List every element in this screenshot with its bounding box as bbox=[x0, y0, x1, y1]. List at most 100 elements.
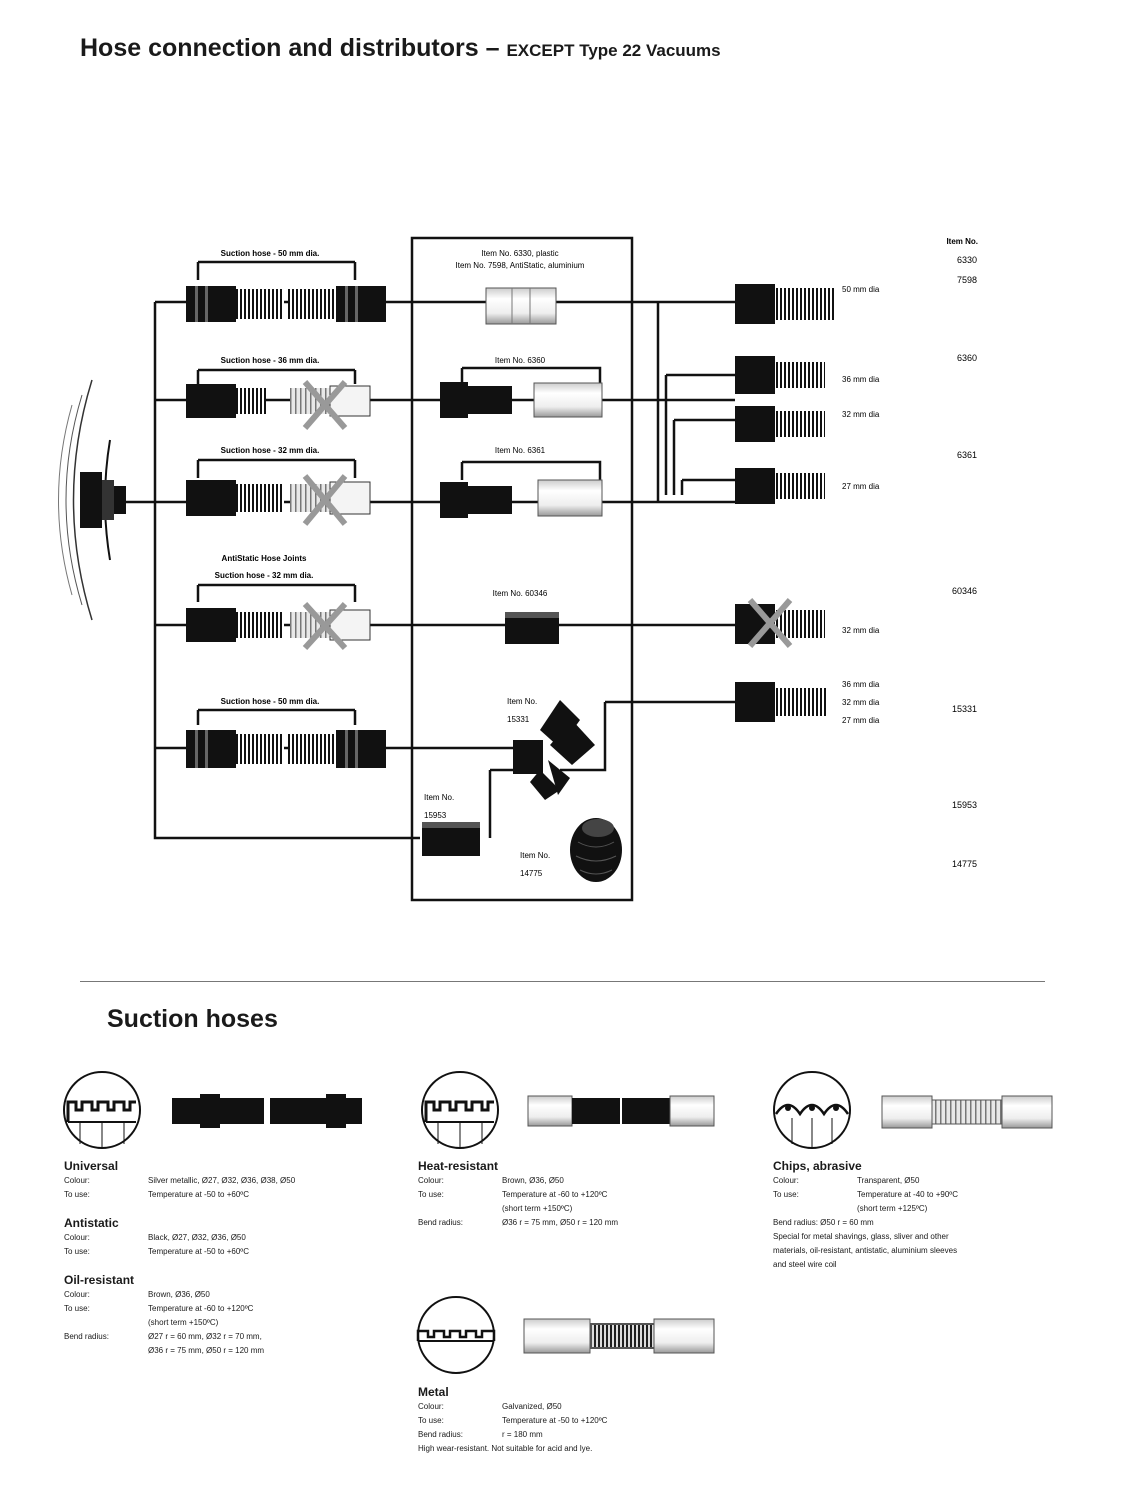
label-antistatic-joints: AntiStatic Hose Joints bbox=[222, 554, 307, 563]
page-title: Hose connection and distributors – EXCEP… bbox=[80, 34, 721, 63]
hose-end-27 bbox=[735, 468, 825, 504]
label-item-15331-number: 15331 bbox=[507, 715, 530, 724]
universal-colour: Silver metallic, Ø27, Ø32, Ø36, Ø38, Ø50 bbox=[148, 1176, 296, 1185]
heat-use-label: To use: bbox=[418, 1190, 444, 1199]
title-separator: – bbox=[478, 34, 507, 62]
page-title-main: Hose connection and distributors bbox=[80, 34, 479, 62]
hose-spec-metal: Metal Colour: Galvanized, Ø50 To use: Temp… bbox=[418, 1384, 738, 1456]
oil-bend: Ø27 r = 60 mm, Ø32 r = 70 mm, bbox=[148, 1332, 262, 1341]
oil-colour-label: Colour: bbox=[64, 1290, 90, 1299]
metal-use-label: To use: bbox=[418, 1416, 444, 1425]
adaptor-15953 bbox=[422, 822, 480, 856]
adaptor-6361 bbox=[440, 479, 603, 518]
hose-assembly-50-top bbox=[186, 286, 386, 322]
label-suction-50-top: Suction hose - 50 mm dia. bbox=[221, 249, 320, 258]
metal-bend-label: Bend radius: bbox=[418, 1430, 463, 1439]
antistatic-use: Temperature at -50 to +60ºC bbox=[148, 1247, 249, 1256]
not-compatible-cross-icon bbox=[302, 474, 348, 526]
not-compatible-cross-icon bbox=[302, 380, 348, 430]
oil-bend-2: Ø36 r = 75 mm, Ø50 r = 120 mm bbox=[148, 1346, 265, 1355]
label-item-15953-title: Item No. bbox=[424, 793, 454, 802]
heat-use: Temperature at -60 to +120ºC bbox=[502, 1190, 608, 1199]
label-item-60346: Item No. 60346 bbox=[493, 589, 548, 598]
hose-spec-universal: Universal Colour: Silver metallic, Ø27, Ø… bbox=[64, 1158, 364, 1202]
adaptor-6330 bbox=[485, 287, 557, 325]
universal-hose-illustration bbox=[63, 1071, 362, 1149]
chips-abrasive-hose-illustration bbox=[773, 1071, 1053, 1149]
hose-end-50 bbox=[735, 284, 835, 324]
hose-name-metal: Metal bbox=[418, 1385, 449, 1399]
hose-end-36 bbox=[735, 356, 825, 394]
chips-colour-label: Colour: bbox=[773, 1176, 799, 1185]
hose-spec-chips-abrasive: Chips, abrasive Colour:Transparent, Ø50 … bbox=[773, 1158, 1073, 1272]
chips-colour: Transparent, Ø50 bbox=[857, 1176, 920, 1185]
chips-special-2: materials, oil-resistant, antistatic, al… bbox=[773, 1246, 958, 1255]
metal-colour-label: Colour: bbox=[418, 1402, 444, 1411]
label-item-14775-title: Item No. bbox=[520, 851, 550, 860]
hose-assembly-36 bbox=[186, 380, 371, 430]
item-number-6330: 6330 bbox=[957, 255, 977, 265]
hose-name-universal: Universal bbox=[64, 1159, 119, 1173]
heat-colour-label: Colour: bbox=[418, 1176, 444, 1185]
heat-bend: Ø36 r = 75 mm, Ø50 r = 120 mm bbox=[502, 1218, 619, 1227]
hose-spec-heat-resistant: Heat-resistant Colour:Brown, Ø36, Ø50 To… bbox=[418, 1158, 718, 1230]
section-title: Suction hoses bbox=[107, 1005, 278, 1033]
hose-name-antistatic: Antistatic bbox=[64, 1216, 119, 1230]
antistatic-colour: Black, Ø27, Ø32, Ø36, Ø50 bbox=[148, 1233, 246, 1242]
section-divider bbox=[80, 981, 1045, 982]
item-no-column-header: Item No. bbox=[946, 237, 978, 246]
chips-use: Temperature at -40 to +90ºC bbox=[857, 1190, 958, 1199]
item-number-15953: 15953 bbox=[952, 800, 977, 810]
label-suction-50-bottom: Suction hose - 50 mm dia. bbox=[221, 697, 320, 706]
oil-bend-label: Bend radius: bbox=[64, 1332, 109, 1341]
label-dia-32-antistatic: 32 mm dia bbox=[842, 626, 880, 635]
item-number-15331: 15331 bbox=[952, 704, 977, 714]
item-number-7598: 7598 bbox=[957, 275, 977, 285]
heat-use-short-term: (short term +150ºC) bbox=[502, 1204, 573, 1213]
hose-spec-antistatic: Antistatic Colour: Black, Ø27, Ø32, Ø36, … bbox=[64, 1215, 364, 1259]
label-dia-36: 36 mm dia bbox=[842, 375, 880, 384]
universal-use: Temperature at -50 to +60ºC bbox=[148, 1190, 249, 1199]
label-item-14775-number: 14775 bbox=[520, 869, 543, 878]
adaptor-6360 bbox=[440, 382, 603, 418]
chips-use-label: To use: bbox=[773, 1190, 799, 1199]
universal-colour-label: Colour: bbox=[64, 1176, 90, 1185]
label-item-15331-title: Item No. bbox=[507, 697, 537, 706]
antistatic-colour-label: Colour: bbox=[64, 1233, 90, 1242]
hose-end-antistatic-32 bbox=[735, 598, 825, 648]
adaptor-60346 bbox=[505, 612, 559, 644]
label-item-6360: Item No. 6360 bbox=[495, 356, 546, 365]
oil-colour: Brown, Ø36, Ø50 bbox=[148, 1290, 210, 1299]
label-dia-32-distributor: 32 mm dia bbox=[842, 698, 880, 707]
item-number-14775: 14775 bbox=[952, 859, 977, 869]
universal-use-label: To use: bbox=[64, 1190, 90, 1199]
heat-bend-label: Bend radius: bbox=[418, 1218, 463, 1227]
oil-use: Temperature at -60 to +120ºC bbox=[148, 1304, 254, 1313]
heat-resistant-hose-illustration bbox=[421, 1071, 715, 1149]
label-dia-27: 27 mm dia bbox=[842, 482, 880, 491]
label-item-7598: Item No. 7598, AntiStatic, aluminium bbox=[456, 261, 585, 270]
label-dia-50: 50 mm dia bbox=[842, 285, 880, 294]
metal-note: High wear-resistant. Not suitable for ac… bbox=[418, 1444, 593, 1453]
metal-colour: Galvanized, Ø50 bbox=[502, 1402, 562, 1411]
page-subtitle: EXCEPT Type 22 Vacuums bbox=[506, 41, 721, 60]
chips-special-3: and steel wire coil bbox=[773, 1260, 837, 1269]
metal-use: Temperature at -50 to +120ºC bbox=[502, 1416, 608, 1425]
hose-name-heat-resistant: Heat-resistant bbox=[418, 1159, 499, 1173]
hose-end-universal bbox=[735, 682, 827, 722]
reducer-14775 bbox=[570, 818, 622, 882]
vacuum-inlet bbox=[58, 379, 126, 621]
chips-use-short-term: (short term +125ºC) bbox=[857, 1204, 928, 1213]
hose-assembly-antistatic-32 bbox=[186, 601, 371, 651]
item-number-60346: 60346 bbox=[952, 586, 977, 596]
antistatic-use-label: To use: bbox=[64, 1247, 90, 1256]
item-number-6361: 6361 bbox=[957, 450, 977, 460]
chips-special-1: Special for metal shavings, glass, slive… bbox=[773, 1232, 949, 1241]
label-item-6330: Item No. 6330, plastic bbox=[481, 249, 558, 258]
hose-name-chips-abrasive: Chips, abrasive bbox=[773, 1159, 862, 1173]
label-dia-36-distributor: 36 mm dia bbox=[842, 680, 880, 689]
label-dia-32: 32 mm dia bbox=[842, 410, 880, 419]
hose-end-32 bbox=[735, 406, 825, 442]
label-suction-36: Suction hose - 36 mm dia. bbox=[221, 356, 320, 365]
hose-assembly-32 bbox=[186, 474, 371, 526]
